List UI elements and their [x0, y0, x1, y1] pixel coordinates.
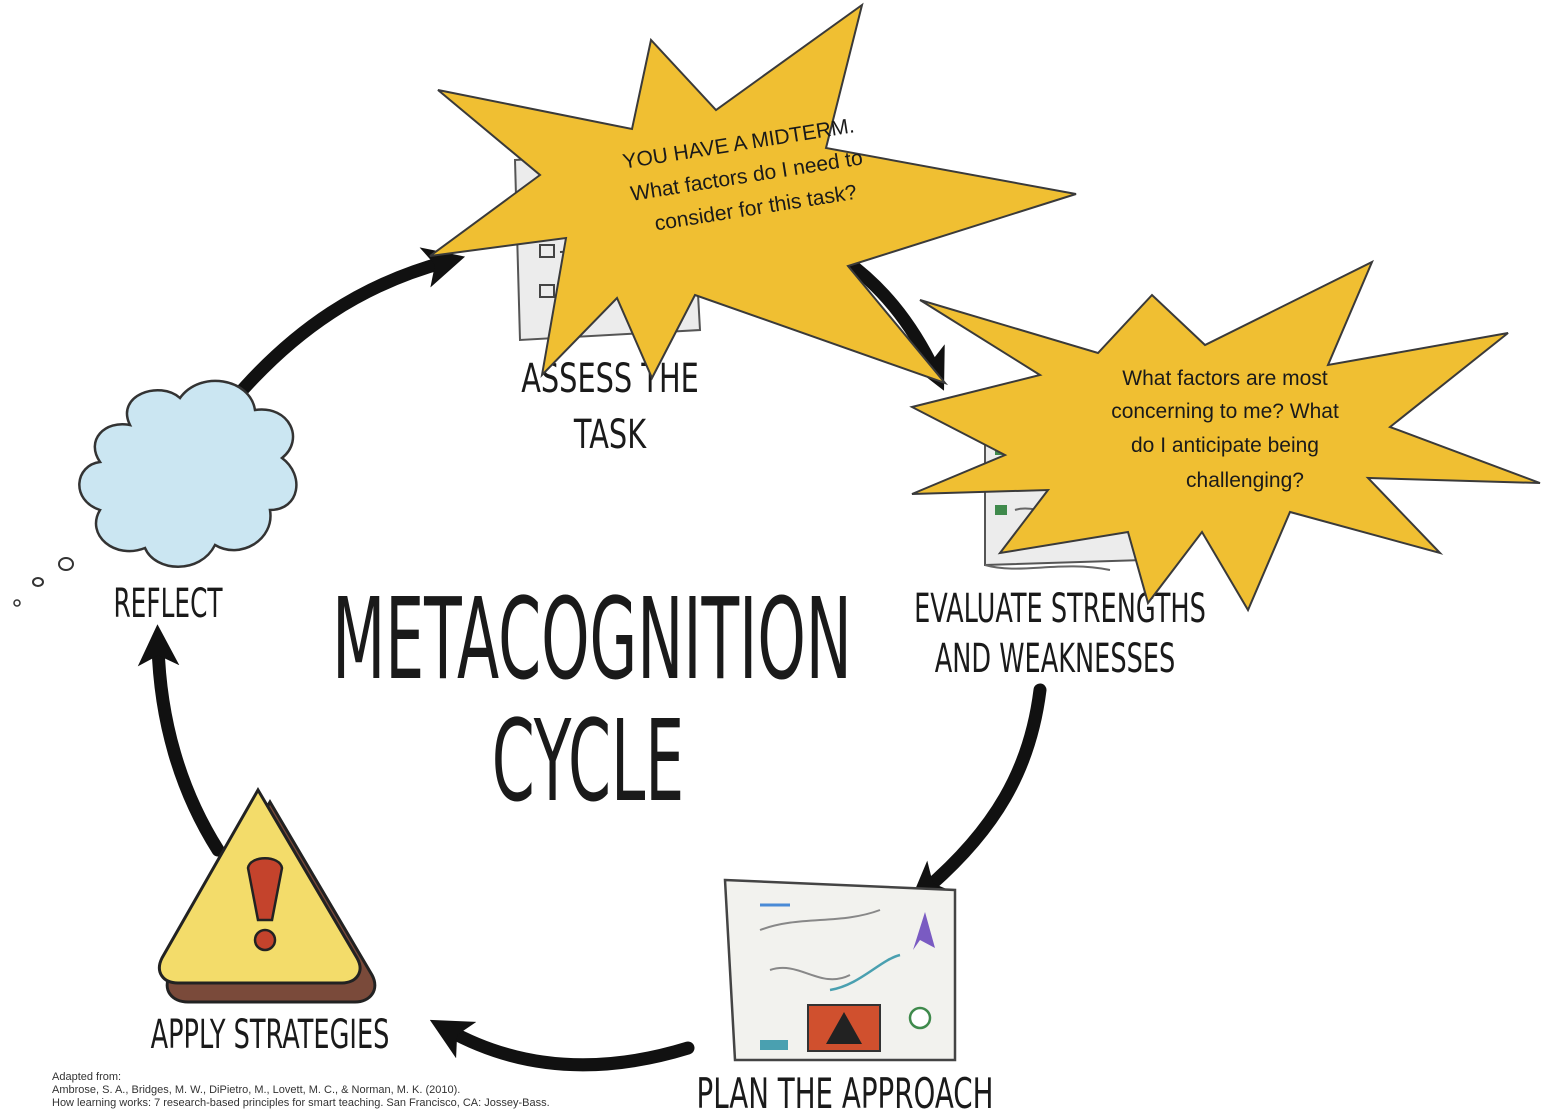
warning-icon: [157, 787, 377, 1004]
burst-shape: [429, 2, 1077, 386]
diagram-title: METACOGNITION CYCLE: [332, 575, 852, 827]
burst-shape: [909, 259, 1541, 613]
title-line2: CYCLE: [492, 697, 684, 827]
arrow-evaluate-to-plan: [909, 683, 1047, 904]
callout-burst-concerns: What factors are most concerning to me? …: [909, 259, 1541, 613]
assess-label-line2: TASK: [573, 412, 647, 458]
concerns-line2: concerning to me? What: [1111, 400, 1339, 423]
reflect-label: REFLECT: [113, 580, 223, 627]
citation: Adapted from: Ambrose, S. A., Bridges, M…: [52, 1071, 550, 1109]
evaluate-label-line2: AND WEAKNESSES: [935, 635, 1176, 681]
callout-burst-midterm: YOU HAVE A MIDTERM. What factors do I ne…: [429, 2, 1077, 386]
arrow-assess-to-evaluate: [835, 251, 945, 391]
apply-label: APPLY STRATEGIES: [151, 1011, 390, 1057]
cloud-icon: [13, 379, 298, 607]
stage-labels: ASSESS THE TASK EVALUATE STRENGTHS AND W…: [113, 356, 1205, 1110]
arrow-plan-to-apply: [429, 1019, 695, 1072]
arrow-reflect-to-assess: [231, 247, 466, 402]
concerns-line1: What factors are most: [1122, 367, 1328, 390]
concerns-line4: challenging?: [1186, 469, 1304, 492]
evaluate-label-line1: EVALUATE STRENGTHS: [914, 585, 1206, 631]
citation-line3: How learning works: 7 research-based pri…: [52, 1097, 550, 1109]
title-line1: METACOGNITION: [332, 575, 852, 705]
cycle-arrows: [137, 247, 1047, 1072]
arrow-apply-to-reflect: [137, 624, 225, 857]
citation-line1: Adapted from:: [52, 1071, 121, 1083]
plan-label: PLAN THE APPROACH: [696, 1070, 993, 1110]
citation-line2: Ambrose, S. A., Bridges, M. W., DiPietro…: [52, 1084, 460, 1096]
concerns-line3: do I anticipate being: [1131, 434, 1319, 457]
plan-board-icon: [723, 878, 957, 1062]
